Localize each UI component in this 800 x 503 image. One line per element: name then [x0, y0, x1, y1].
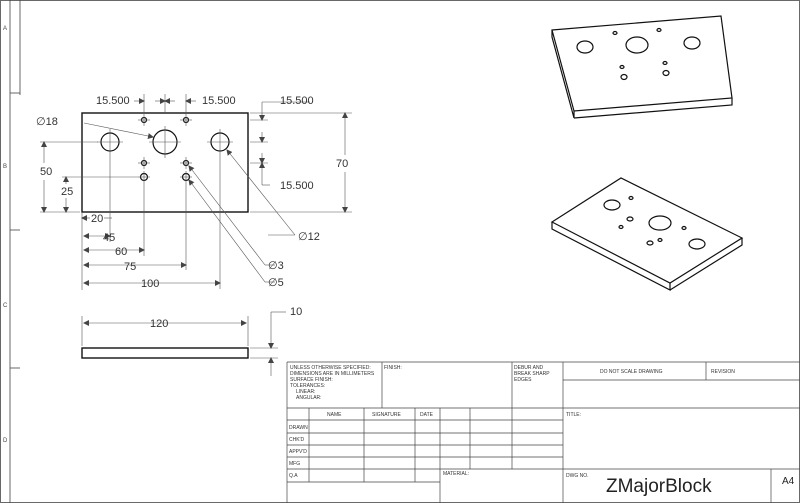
material-label: MATERIAL:	[443, 471, 469, 477]
front-view-outline	[81, 112, 249, 213]
header-date: DATE	[420, 412, 434, 418]
center-marks	[97, 114, 233, 183]
dim-15-5-top-left: 15.500	[96, 95, 130, 107]
dim-15-5-right-top: 15.500	[280, 95, 314, 107]
row-mfg: MFG	[289, 461, 300, 467]
deburr-line-2: BREAK SHARP	[514, 371, 550, 377]
row-drawn: DRAWN	[289, 425, 308, 431]
dim-45: 45	[103, 232, 115, 244]
row-chkd: CHK'D	[289, 437, 305, 443]
drawing-name: ZMajorBlock	[606, 476, 712, 497]
do-not-scale-label: DO NOT SCALE DRAWING	[600, 369, 663, 375]
title-label: TITLE:	[566, 412, 581, 418]
unless-line-5: LINEAR:	[296, 389, 315, 395]
dim-100: 100	[141, 278, 159, 290]
deburr-line-1: DEBUR AND	[514, 365, 544, 371]
unless-line-1: UNLESS OTHERWISE SPECIFIED:	[290, 365, 371, 371]
row-appvd: APPV'D	[289, 449, 307, 455]
dim-d18: ∅18	[36, 116, 58, 128]
unless-line-4: TOLERANCES:	[290, 383, 325, 389]
isometric-view-bottom	[550, 177, 744, 291]
finish-label: FINISH:	[384, 365, 402, 371]
dim-50: 50	[40, 166, 52, 178]
dim-d3: ∅3	[268, 260, 284, 272]
dim-d5: ∅5	[268, 277, 284, 289]
zone-label-c: C	[3, 303, 8, 309]
deburr-line-3: EDGES	[514, 377, 532, 383]
dim-15-5-right-mid: 15.500	[280, 180, 314, 192]
dim-10: 10	[290, 306, 302, 318]
unless-line-3: SURFACE FINISH:	[290, 377, 333, 383]
header-signature: SIGNATURE	[372, 412, 401, 418]
dim-15-5-top-right: 15.500	[202, 95, 236, 107]
dim-25: 25	[61, 186, 73, 198]
dwg-no-label: DWG NO.	[566, 473, 589, 479]
zone-label-b: B	[3, 164, 7, 170]
header-name: NAME	[327, 412, 342, 418]
dim-20: 20	[91, 213, 103, 225]
front-view: ∅18 15.500 15.500 15.500 15.500 70 50 25…	[36, 94, 352, 290]
dim-70: 70	[336, 158, 348, 170]
dim-120: 120	[150, 318, 168, 330]
zone-label-d: D	[3, 438, 8, 444]
dim-75: 75	[124, 261, 136, 273]
revision-label: REVISION	[711, 369, 735, 375]
isometric-view-top	[551, 15, 733, 119]
unless-line-6: ANGULAR:	[296, 395, 322, 401]
unless-line-2: DIMENSIONS ARE IN MILLIMETERS	[290, 371, 375, 377]
zone-label-a: A	[3, 26, 7, 32]
side-view-outline	[81, 347, 249, 359]
dimension-lines	[40, 94, 352, 290]
sheet-size: A4	[782, 476, 795, 487]
title-block-text: UNLESS OTHERWISE SPECIFIED: DIMENSIONS A…	[289, 365, 795, 497]
row-qa: Q.A	[289, 473, 298, 479]
title-block	[286, 361, 800, 503]
dim-d12: ∅12	[298, 231, 320, 243]
dim-60: 60	[115, 246, 127, 258]
side-view: 120 10	[81, 306, 302, 376]
